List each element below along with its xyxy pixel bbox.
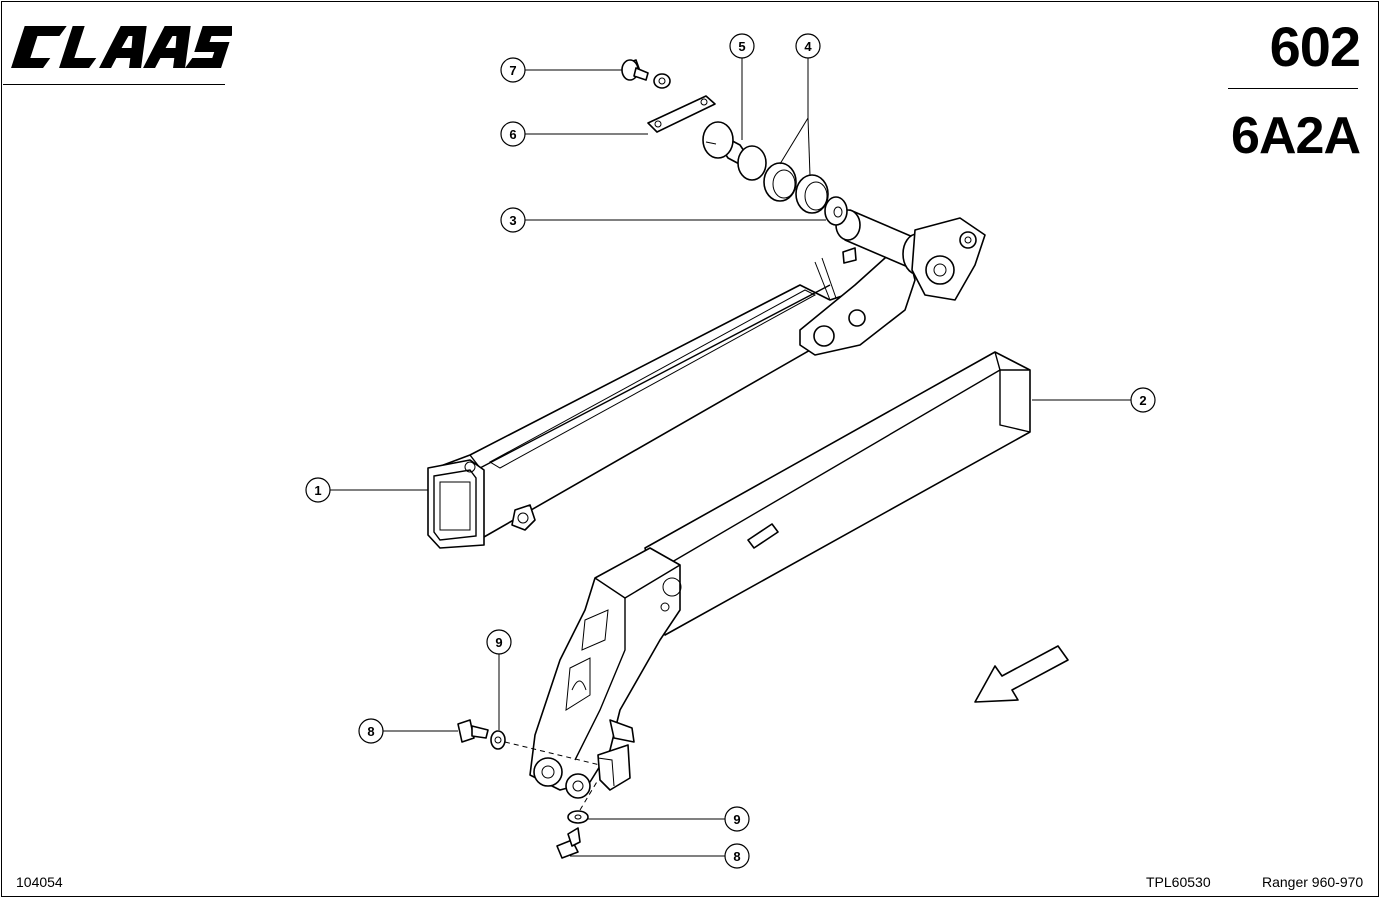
callout-3: 3: [500, 207, 826, 233]
part-7-bolt-and-washer: [621, 59, 671, 89]
part-9-washer-left: [490, 730, 506, 750]
callout-7: 7: [500, 57, 622, 83]
tpl-reference: TPL60530: [1146, 874, 1211, 890]
logo-underline: [3, 84, 225, 85]
part-1-drawbar: [427, 209, 986, 549]
callout-2: 2: [1032, 387, 1156, 413]
svg-text:7: 7: [509, 63, 516, 78]
part-6-plate: [647, 95, 716, 133]
callout-1: 1: [305, 477, 428, 503]
direction-arrow: [974, 645, 1069, 703]
drawing-id: 104054: [16, 874, 63, 890]
svg-text:6: 6: [509, 127, 516, 142]
part-3-washer: [824, 196, 848, 226]
claas-logo: [11, 26, 232, 68]
part-2-telescopic-bar: [529, 351, 1031, 799]
svg-text:8: 8: [367, 724, 374, 739]
part-5-pin: [702, 121, 767, 181]
svg-text:1: 1: [314, 483, 321, 498]
svg-text:9: 9: [733, 812, 740, 827]
svg-text:3: 3: [509, 213, 516, 228]
svg-text:5: 5: [738, 39, 745, 54]
part-8-bolt-left: [457, 719, 489, 743]
model-name: Ranger 960-970: [1262, 874, 1364, 890]
callout-5: 5: [729, 33, 755, 140]
part-8-bolt-bottom: [556, 827, 581, 859]
callout-9-top: 9: [486, 629, 512, 730]
callout-9-bottom: 9: [588, 806, 750, 832]
part-4-bushings: [763, 162, 829, 214]
callout-8-left: 8: [358, 718, 458, 744]
svg-text:8: 8: [733, 849, 740, 864]
svg-text:9: 9: [495, 635, 502, 650]
callout-6: 6: [500, 121, 648, 147]
callout-4: 4: [779, 33, 821, 177]
group-code: 6A2A: [1231, 107, 1361, 165]
callout-8-bottom: 8: [570, 843, 750, 869]
svg-text:2: 2: [1139, 393, 1146, 408]
part-9-washer-bottom: [567, 810, 589, 824]
page-number: 602: [1269, 15, 1361, 78]
header-divider: [1228, 88, 1358, 89]
svg-text:4: 4: [804, 39, 812, 54]
